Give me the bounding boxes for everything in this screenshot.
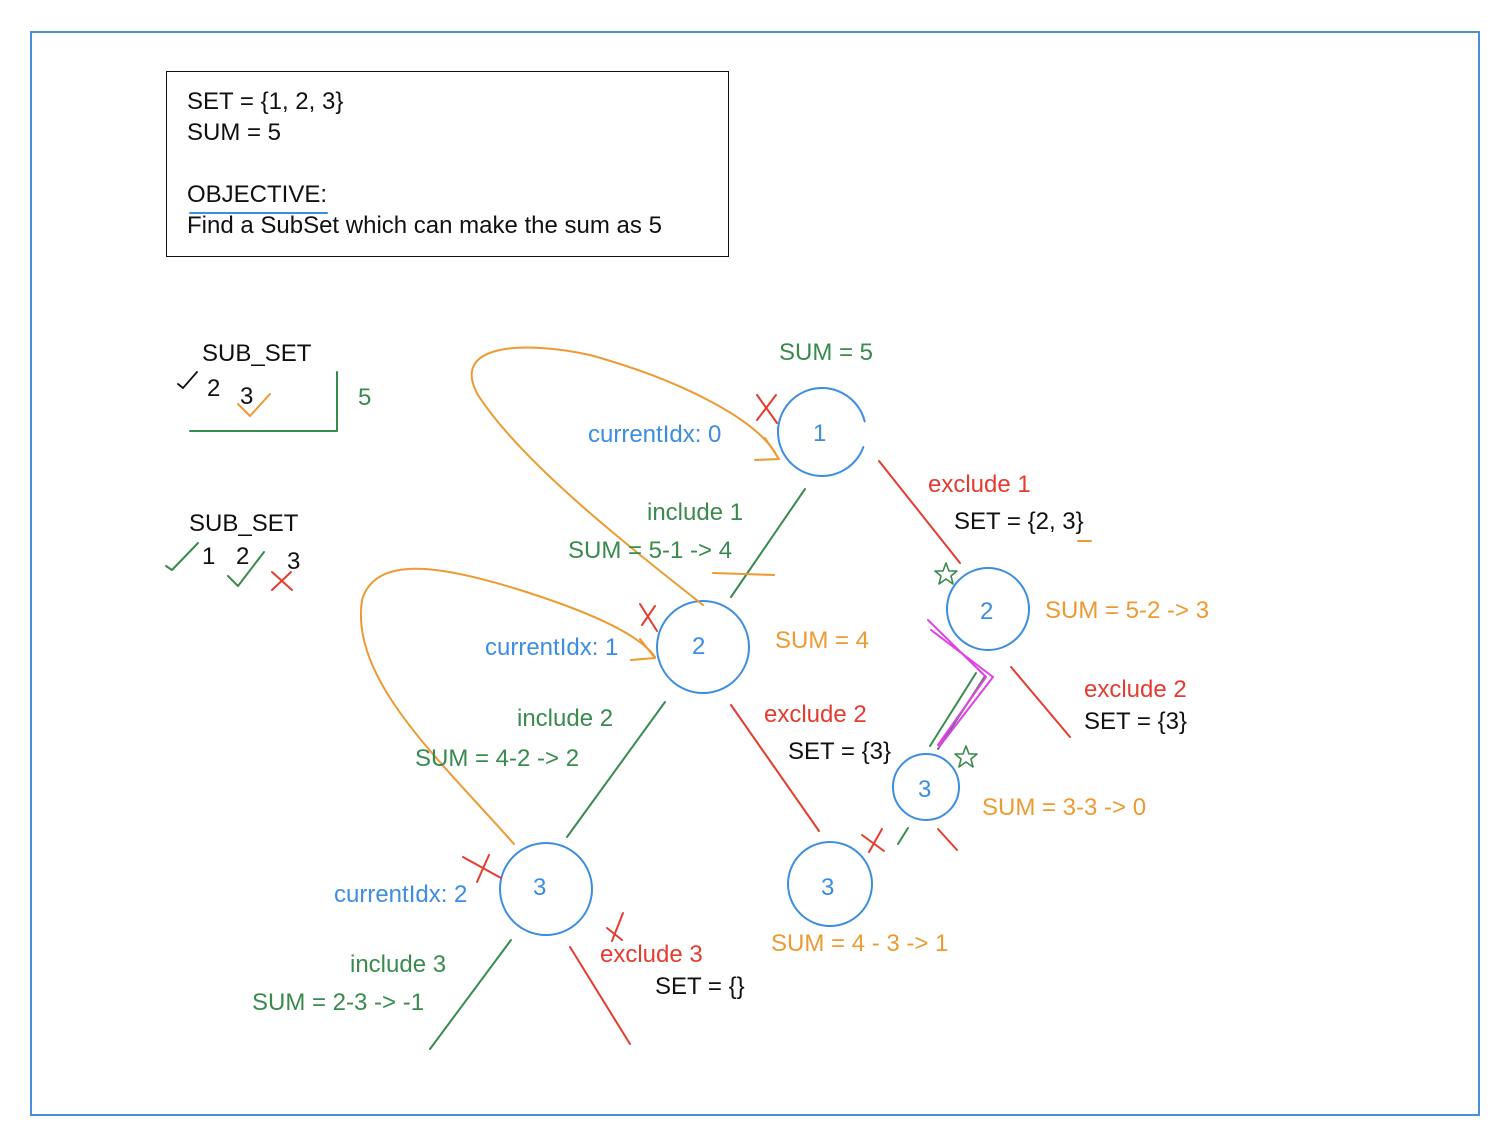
node-value-left-3: 3 (533, 874, 547, 901)
backtrack-arrow-2 (359, 567, 656, 845)
root-sum-label: SUM = 5 (779, 339, 874, 366)
node-value-mid-3: 3 (821, 874, 835, 901)
cross-icon (271, 571, 293, 591)
subset-table-1-item: 2 (207, 375, 221, 402)
star-icon (934, 562, 958, 585)
arrow-head-icon (754, 437, 780, 461)
star-icon (954, 745, 978, 768)
include-2-label: include 2 (517, 705, 614, 732)
sum-3-3-label: SUM = 3-3 -> 0 (982, 794, 1147, 821)
node-circle-root (777, 387, 867, 477)
include-2-sum-label: SUM = 4-2 -> 2 (415, 745, 580, 772)
path-highlight-b (930, 629, 994, 748)
exclude-1-label: exclude 1 (928, 471, 1031, 498)
exclude-3-label: exclude 3 (600, 941, 703, 968)
problem-sum: SUM = 5 (187, 119, 282, 146)
objective-heading: OBJECTIVE: (187, 179, 728, 214)
backtrack-arrow-1 (470, 346, 779, 606)
exclude-3-set-label: SET = {} (655, 973, 745, 1000)
cross-icon (606, 912, 624, 942)
include-3-label: include 3 (350, 951, 447, 978)
check-icon (165, 542, 199, 571)
edge-include-3 (429, 939, 512, 1050)
node-circle-left-2 (656, 600, 750, 694)
node-value-right-3: 3 (918, 776, 932, 803)
sum-4-3-label: SUM = 4 - 3 -> 1 (771, 930, 949, 957)
current-idx-1-label: currentIdx: 1 (485, 634, 619, 661)
canvas-frame (30, 31, 1480, 1116)
objective-text: Find a SubSet which can make the sum as … (187, 212, 662, 239)
subset-table-2-title: SUB_SET (189, 510, 299, 537)
objective-label: OBJECTIVE (187, 181, 329, 214)
edge-include-1 (730, 488, 806, 598)
exclude-1-set-label: SET = {2, 3} (954, 508, 1084, 535)
exclude-2-right-label: exclude 2 (1084, 676, 1187, 703)
node-circle-left-3 (499, 842, 593, 936)
subset-table-1-title: SUB_SET (202, 340, 312, 367)
edge-exclude-3 (569, 946, 631, 1045)
objective-colon: : (320, 181, 328, 208)
node-circle-mid-3 (787, 841, 873, 927)
node-value-root: 1 (813, 420, 827, 447)
node-value-left-2: 2 (692, 633, 706, 660)
subset-table-2-item: 3 (287, 548, 301, 575)
check-icon (237, 393, 271, 417)
edge-exclude-2-right (1010, 666, 1071, 738)
subset-table-2-item: 1 (202, 543, 216, 570)
problem-box: SET = {1, 2, 3} SUM = 5 OBJECTIVE: Find … (166, 71, 729, 257)
cross-icon (756, 394, 778, 424)
exclude-2-left-label: exclude 2 (764, 701, 867, 728)
check-icon (227, 551, 265, 587)
path-highlight (927, 619, 987, 746)
edge-include-2-right (929, 672, 977, 747)
exclude-2-left-set-label: SET = {3} (788, 738, 891, 765)
cross-icon (639, 603, 658, 632)
cross-icon (861, 828, 885, 853)
edge-exclude-2-left (730, 704, 820, 832)
include-1-label: include 1 (647, 499, 744, 526)
edge-exclude-1 (878, 460, 961, 564)
current-idx-2-label: currentIdx: 2 (334, 881, 468, 908)
subset-table-2-item: 2 (236, 543, 250, 570)
subset-table-1-total: 5 (358, 384, 372, 411)
edge-include-3-right (897, 827, 909, 845)
sum-5-2-label: SUM = 5-2 -> 3 (1045, 597, 1210, 624)
node-value-right-2: 2 (980, 598, 994, 625)
arrow-head-icon (630, 638, 656, 661)
subset-table-1-bracket (189, 371, 338, 432)
check-icon (177, 371, 198, 389)
cross-icon (462, 854, 502, 883)
node-circle-right-3 (892, 753, 960, 821)
underline-mark (712, 572, 775, 576)
edge-exclude-3-right (937, 828, 958, 851)
node-circle-right-2 (946, 567, 1030, 651)
include-1-sum-label: SUM = 5-1 -> 4 (568, 537, 733, 564)
sum-4-label: SUM = 4 (775, 627, 870, 654)
exclude-2-right-set-label: SET = {3} (1084, 708, 1187, 735)
problem-set: SET = {1, 2, 3} (187, 88, 344, 115)
current-idx-0-label: currentIdx: 0 (588, 421, 722, 448)
include-3-sum-label: SUM = 2-3 -> -1 (252, 989, 425, 1016)
edge-include-2 (566, 701, 666, 838)
subset-table-1-item: 3 (240, 383, 254, 410)
